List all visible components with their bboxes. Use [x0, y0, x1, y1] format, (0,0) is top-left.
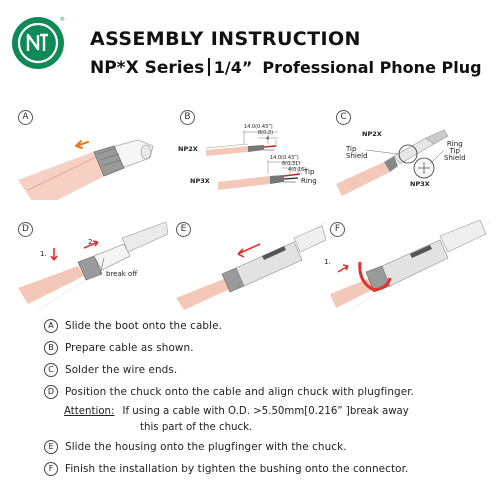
step-c-letter: C	[44, 363, 58, 377]
step-d-letter: D	[44, 385, 58, 399]
attention-label: Attention:	[64, 406, 115, 417]
series-name: NP*X Series	[90, 58, 205, 78]
product-name: Professional Phone Plug	[262, 58, 482, 77]
svg-text:®: ®	[60, 16, 65, 23]
step-e: E Slide the housing onto the plugfinger …	[44, 438, 347, 456]
panel-b: B NP2X NP3X Tip Ring 14.0(0.43”) 8(0.3) …	[178, 110, 328, 200]
title-divider	[208, 58, 210, 76]
step-a-text: Slide the boot onto the cable.	[65, 320, 222, 332]
plug-size: 1/4”	[213, 58, 253, 77]
step-e-text: Slide the housing onto the plugfinger wi…	[65, 441, 347, 453]
step-b-text: Prepare cable as shown.	[65, 342, 194, 354]
f-step-1: 1.	[324, 258, 331, 266]
panel-c-illustration	[336, 129, 449, 196]
ring-label: Ring	[301, 177, 317, 185]
page-subtitle: NP*X Series 1/4” Professional Phone Plug	[90, 58, 482, 78]
break-off-label: break off	[106, 270, 138, 278]
panel-d-letter: D	[18, 222, 33, 237]
panel-f: F 1.	[324, 218, 490, 310]
dim-label-2: 8(0.3)	[258, 130, 274, 136]
dim-label-4: 14.0(0.43”)	[270, 155, 299, 161]
page-title: ASSEMBLY INSTRUCTION	[90, 28, 361, 50]
d-step-1: 1.	[40, 250, 47, 258]
step-d-text: Position the chuck onto the cable and al…	[65, 386, 415, 398]
step-b: B Prepare cable as shown.	[44, 339, 194, 357]
panel-a-illustration	[18, 139, 154, 200]
panel-f-letter: F	[330, 222, 345, 237]
panel-a-letter: A	[18, 110, 33, 125]
brand-logo: ®	[12, 16, 65, 69]
panel-e: E	[176, 218, 326, 310]
step-b-letter: B	[44, 341, 58, 355]
dim-label-3: 4	[266, 136, 270, 142]
panel-b-illustration	[205, 130, 303, 190]
panel-d-illustration	[18, 221, 168, 310]
step-a-letter: A	[44, 319, 58, 333]
d-step-2: 2.	[88, 238, 95, 246]
dim-label-5: 8(0.31)	[282, 161, 301, 167]
tip-label: Tip	[304, 168, 315, 176]
c-np3x-label: NP3X	[410, 180, 430, 188]
step-c: C Solder the wire ends.	[44, 361, 177, 379]
panel-d: D 1. 2. break off	[18, 218, 168, 310]
panel-e-letter: E	[176, 222, 191, 237]
step-e-letter: E	[44, 440, 58, 454]
step-f: F Finish the installation by tighten the…	[44, 460, 408, 478]
step-c-text: Solder the wire ends.	[65, 364, 178, 376]
np3x-label: NP3X	[190, 177, 210, 185]
step-a: A Slide the boot onto the cable.	[44, 317, 222, 335]
dim-label-1: 14.0(0.43”)	[244, 124, 273, 130]
attention-text-2: this part of the chuck.	[140, 422, 253, 433]
np2x-label: NP2X	[178, 145, 198, 153]
panel-b-letter: B	[180, 110, 195, 125]
panel-c-letter: C	[336, 110, 351, 125]
panel-a: A	[18, 110, 168, 200]
attention-text-1: If using a cable with O.D. >5.50mm[0.216…	[122, 406, 409, 417]
step-d: D Position the chuck onto the cable and …	[44, 383, 414, 401]
dim-label-6: 4(0.16)	[288, 167, 307, 173]
c-np2x-label: NP2X	[362, 130, 382, 138]
attention-line-1: Attention: If using a cable with O.D. >5.…	[64, 406, 409, 417]
step-f-letter: F	[44, 462, 58, 476]
panel-e-illustration	[176, 221, 326, 310]
panel-f-illustration	[330, 219, 490, 310]
step-f-text: Finish the installation by tighten the b…	[65, 463, 409, 475]
